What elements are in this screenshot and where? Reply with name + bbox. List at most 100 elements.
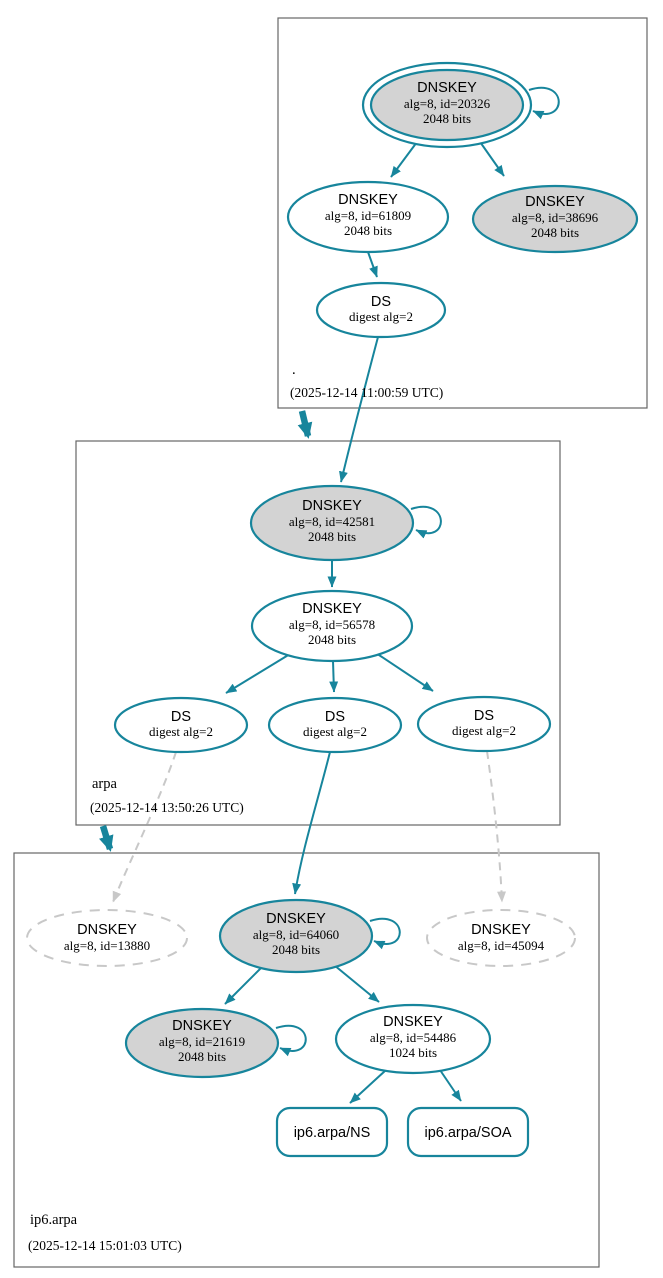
edge-arpa-zsk-to-ds2: [329, 660, 339, 693]
node-attrs: alg=8, id=45094: [458, 938, 545, 953]
edge-arpa-zsk-to-ds1: [225, 653, 291, 694]
node-ip6-ns-rrset[interactable]: ip6.arpa/NS: [275, 1106, 389, 1158]
node-bits: 2048 bits: [178, 1049, 226, 1064]
node-attrs: alg=8, id=20326: [404, 96, 491, 111]
edge-root-ksk-to-key38696: [477, 138, 505, 177]
node-bits: 2048 bits: [344, 223, 392, 238]
dnskey-ellipse: [471, 184, 639, 254]
node-attrs: alg=8, id=64060: [253, 927, 339, 942]
selfsig-loop-ip6-ksk21619: [275, 1024, 307, 1057]
edge-arpa-ds2-to-ip6-ksk64060: [292, 751, 331, 895]
node-bits: 2048 bits: [308, 632, 356, 647]
node-attrs: alg=8, id=42581: [289, 514, 375, 529]
node-title: DNSKEY: [525, 194, 585, 210]
node-ip6-key-45094[interactable]: DNSKEY alg=8, id=45094: [426, 909, 576, 967]
edge-ip6-ksk64060-to-zsk54486: [333, 964, 380, 1003]
dnskey-ellipse: [334, 1003, 492, 1075]
node-arpa-ksk-42581[interactable]: DNSKEY alg=8, id=42581 2048 bits: [249, 484, 415, 562]
node-ip6-ksk-64060[interactable]: DNSKEY alg=8, id=64060 2048 bits: [218, 898, 374, 974]
node-title: DS: [371, 294, 391, 310]
node-arpa-ds-2[interactable]: DS digest alg=2: [267, 696, 403, 754]
node-attrs: alg=8, id=38696: [512, 210, 599, 225]
trust-anchor-inner-ellipse: [369, 68, 525, 142]
edge-root-zsk-to-ds: [367, 251, 378, 278]
zone-box-root: [277, 17, 648, 409]
selfsig-loop-ip6-ksk64060: [369, 917, 401, 950]
zone-box-ip6arpa: [13, 852, 600, 1268]
node-bits: 2048 bits: [308, 529, 356, 544]
node-arpa-zsk-56578[interactable]: DNSKEY alg=8, id=56578 2048 bits: [250, 589, 414, 663]
node-attrs: digest alg=2: [349, 309, 413, 324]
ds-ellipse: [113, 696, 249, 754]
node-title: DNSKEY: [172, 1018, 232, 1034]
node-attrs: digest alg=2: [303, 724, 367, 739]
node-title: DNSKEY: [383, 1014, 443, 1030]
node-attrs: alg=8, id=13880: [64, 938, 150, 953]
ds-ellipse: [416, 695, 552, 753]
edge-arpa-ds1-to-ip6-key13880: [112, 751, 177, 903]
dnskey-ellipse: [124, 1007, 280, 1079]
node-root-key-38696[interactable]: DNSKEY alg=8, id=38696 2048 bits: [471, 184, 639, 254]
delegation-arrow-root-to-arpa: [297, 410, 313, 439]
ds-ellipse: [267, 696, 403, 754]
zone-timestamp-root: (2025-12-14 11:00:59 UTC): [290, 385, 443, 400]
node-attrs: digest alg=2: [452, 723, 516, 738]
node-title: DNSKEY: [471, 922, 531, 938]
node-root-ds[interactable]: DS digest alg=2: [315, 281, 447, 339]
edge-root-ds-to-arpa-ksk: [339, 336, 379, 483]
node-title: DNSKEY: [302, 601, 362, 617]
node-attrs: alg=8, id=56578: [289, 617, 375, 632]
dnskey-ellipse: [250, 589, 414, 663]
node-bits: 2048 bits: [423, 111, 471, 126]
node-arpa-ds-1[interactable]: DS digest alg=2: [113, 696, 249, 754]
edge-ip6-zsk-to-ns: [349, 1069, 387, 1104]
delegation-arrow-arpa-to-ip6arpa: [99, 825, 114, 852]
node-title: DS: [325, 709, 345, 725]
edge-arpa-zsk-to-ds3: [375, 652, 434, 692]
node-title: DNSKEY: [338, 192, 398, 208]
node-title: DNSKEY: [266, 911, 326, 927]
node-ip6-soa-rrset[interactable]: ip6.arpa/SOA: [406, 1106, 530, 1158]
edge-ip6-zsk-to-soa: [439, 1069, 462, 1102]
rrset-label: ip6.arpa/NS: [294, 1125, 371, 1141]
rrset-label: ip6.arpa/SOA: [424, 1125, 511, 1141]
zone-label-root: .: [292, 362, 296, 378]
node-title: DS: [171, 709, 191, 725]
node-bits: 2048 bits: [531, 225, 579, 240]
ds-ellipse: [315, 281, 447, 339]
edge-ip6-ksk64060-to-ksk21619: [224, 966, 263, 1005]
node-ip6-ksk-21619[interactable]: DNSKEY alg=8, id=21619 2048 bits: [124, 1007, 280, 1079]
edge-arpa-ds3-to-ip6-key45094: [486, 750, 507, 903]
dnskey-ellipse: [249, 484, 415, 562]
zone-timestamp-arpa: (2025-12-14 13:50:26 UTC): [90, 800, 244, 815]
edge-root-ksk-to-zsk: [390, 141, 418, 178]
node-title: DNSKEY: [302, 498, 362, 514]
zone-label-arpa: arpa: [92, 776, 118, 792]
node-ip6-zsk-54486[interactable]: DNSKEY alg=8, id=54486 1024 bits: [334, 1003, 492, 1075]
rrset-box: [275, 1106, 389, 1158]
node-title: DNSKEY: [417, 80, 477, 96]
node-title: DS: [474, 708, 494, 724]
dnskey-nonexistent-ellipse: [26, 909, 188, 967]
node-attrs: alg=8, id=61809: [325, 208, 411, 223]
node-bits: 1024 bits: [389, 1045, 437, 1060]
zone-timestamp-ip6arpa: (2025-12-14 15:01:03 UTC): [28, 1238, 182, 1253]
node-title: DNSKEY: [77, 922, 137, 938]
dnskey-ellipse: [286, 180, 450, 254]
zone-label-ip6arpa: ip6.arpa: [30, 1212, 78, 1228]
node-root-zsk-61809[interactable]: DNSKEY alg=8, id=61809 2048 bits: [286, 180, 450, 254]
dnskey-ellipse: [218, 898, 374, 974]
rrset-box: [406, 1106, 530, 1158]
selfsig-loop-root-ksk: [528, 86, 560, 120]
node-ip6-key-13880[interactable]: DNSKEY alg=8, id=13880: [26, 909, 188, 967]
dnskey-nonexistent-ellipse: [426, 909, 576, 967]
node-root-ksk-20326[interactable]: DNSKEY alg=8, id=20326 2048 bits: [361, 61, 533, 149]
node-attrs: digest alg=2: [149, 724, 213, 739]
node-attrs: alg=8, id=54486: [370, 1030, 457, 1045]
node-arpa-ds-3[interactable]: DS digest alg=2: [416, 695, 552, 753]
zone-box-arpa: [75, 440, 561, 826]
selfsig-loop-arpa-ksk: [410, 505, 442, 539]
node-bits: 2048 bits: [272, 942, 320, 957]
